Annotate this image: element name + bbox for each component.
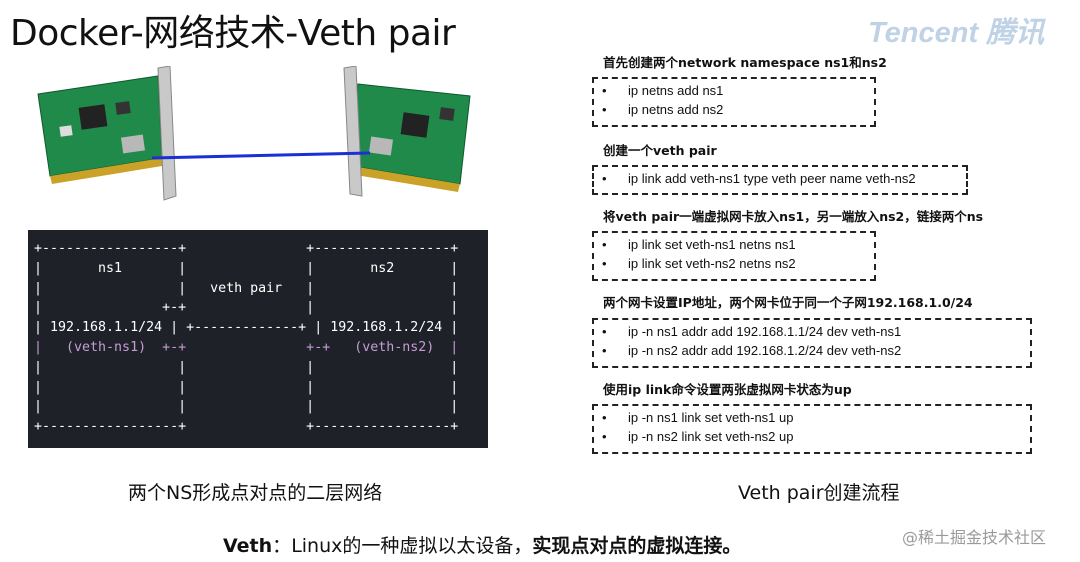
ascii-line: | | | | [34,359,459,375]
command-line: •ip -n ns1 addr add 192.168.1.1/24 dev v… [602,324,902,339]
ascii-line: | (veth-ns1) +-+ +-+ (veth-ns2) | [34,339,459,355]
step-title: 使用ip link命令设置两张虚拟网卡状态为up [603,382,852,397]
left-caption: 两个NS形成点对点的二层网络 [128,482,383,504]
command-box: •ip netns add ns1 •ip netns add ns2 [592,77,876,127]
ascii-line: +-----------------+ +-----------------+ [34,419,459,435]
command-box: •ip link add veth-ns1 type veth peer nam… [592,165,968,195]
step-title: 两个网卡设置IP地址，两个网卡位于同一个子网192.168.1.0/24 [603,295,973,310]
tencent-logo: Tencent 腾讯 [868,17,1045,49]
ascii-line: | | | | [34,379,459,395]
ascii-line: | | | | [34,399,459,415]
command-line: •ip link set veth-ns2 netns ns2 [602,256,796,271]
ascii-line: | ns1 | | ns2 | [34,260,459,276]
command-line: •ip link set veth-ns1 netns ns1 [602,237,796,252]
command-box: •ip -n ns1 addr add 192.168.1.1/24 dev v… [592,318,1032,368]
command-line: •ip netns add ns2 [602,102,724,117]
command-line: •ip link add veth-ns1 type veth peer nam… [602,171,916,186]
right-caption: Veth pair创建流程 [738,482,900,504]
step-title: 首先创建两个network namespace ns1和ns2 [603,55,887,70]
ascii-line: | +-+ | | [34,300,459,316]
ascii-line: +-----------------+ +-----------------+ [34,241,459,256]
ascii-line: | | veth pair | | [34,280,459,296]
command-line: •ip -n ns1 link set veth-ns1 up [602,410,794,425]
ascii-diagram-text: +-----------------+ +-----------------+ … [28,230,488,437]
network-card-icon [37,66,177,201]
ascii-line: | 192.168.1.1/24 | +-------------+ | 192… [34,320,459,336]
bottom-summary: Veth：Linux的一种虚拟以太设备，实现点对点的虚拟连接。 [223,531,741,558]
network-card-icon [343,66,471,197]
step-title: 将veth pair一端虚拟网卡放入ns1，另一端放入ns2，链接两个ns [603,209,984,224]
bottom-separator: ： [272,535,292,557]
ascii-diagram-terminal: +-----------------+ +-----------------+ … [28,230,488,448]
bottom-emphasis: 实现点对点的虚拟连接。 [532,535,742,557]
step-title: 创建一个veth pair [603,143,717,158]
watermark: @稀土掘金技术社区 [902,528,1047,547]
command-box: •ip link set veth-ns1 netns ns1 •ip link… [592,231,876,281]
page-title: Docker-网络技术-Veth pair [10,13,456,54]
bottom-term: Veth [223,535,273,557]
veth-link-line [151,151,371,160]
nic-diagram [37,66,471,201]
command-line: •ip -n ns2 link set veth-ns2 up [602,429,794,444]
bottom-text: Linux的一种虚拟以太设备， [291,535,533,557]
command-line: •ip netns add ns1 [602,83,724,98]
command-box: •ip -n ns1 link set veth-ns1 up •ip -n n… [592,404,1032,454]
command-line: •ip -n ns2 addr add 192.168.1.2/24 dev v… [602,343,902,358]
